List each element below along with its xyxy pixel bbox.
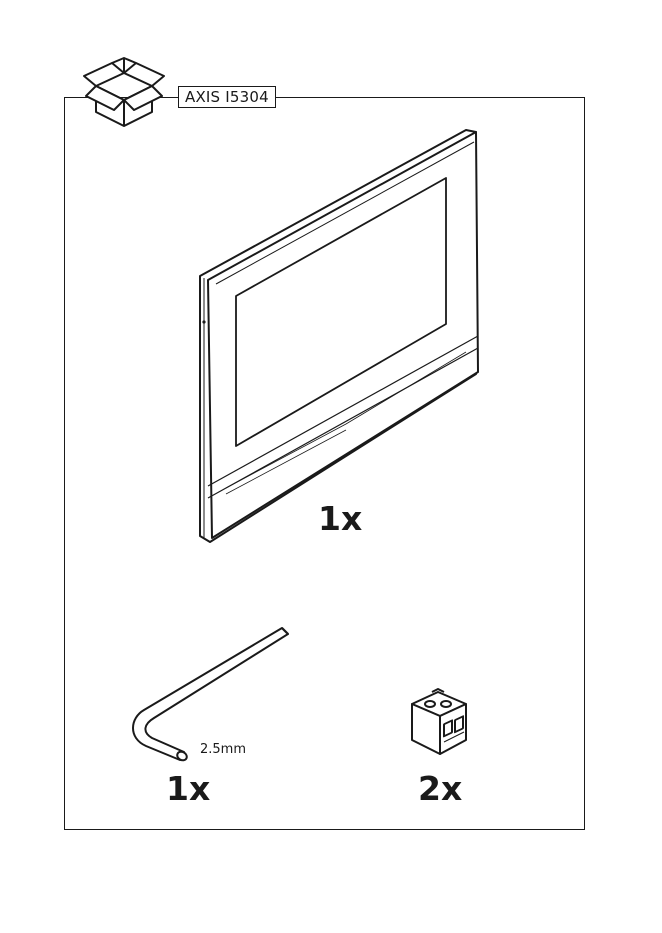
open-box-icon [80,56,166,128]
model-label: AXIS I5304 [178,86,276,108]
hex-key-size-label: 2.5mm [200,742,246,757]
connector-quantity: 2x [418,772,462,805]
allen-key-icon [124,622,304,762]
panel-quantity: 1x [318,502,362,535]
terminal-block-icon [408,686,472,758]
display-panel-icon [196,124,496,544]
hex-key-quantity: 1x [166,772,210,805]
